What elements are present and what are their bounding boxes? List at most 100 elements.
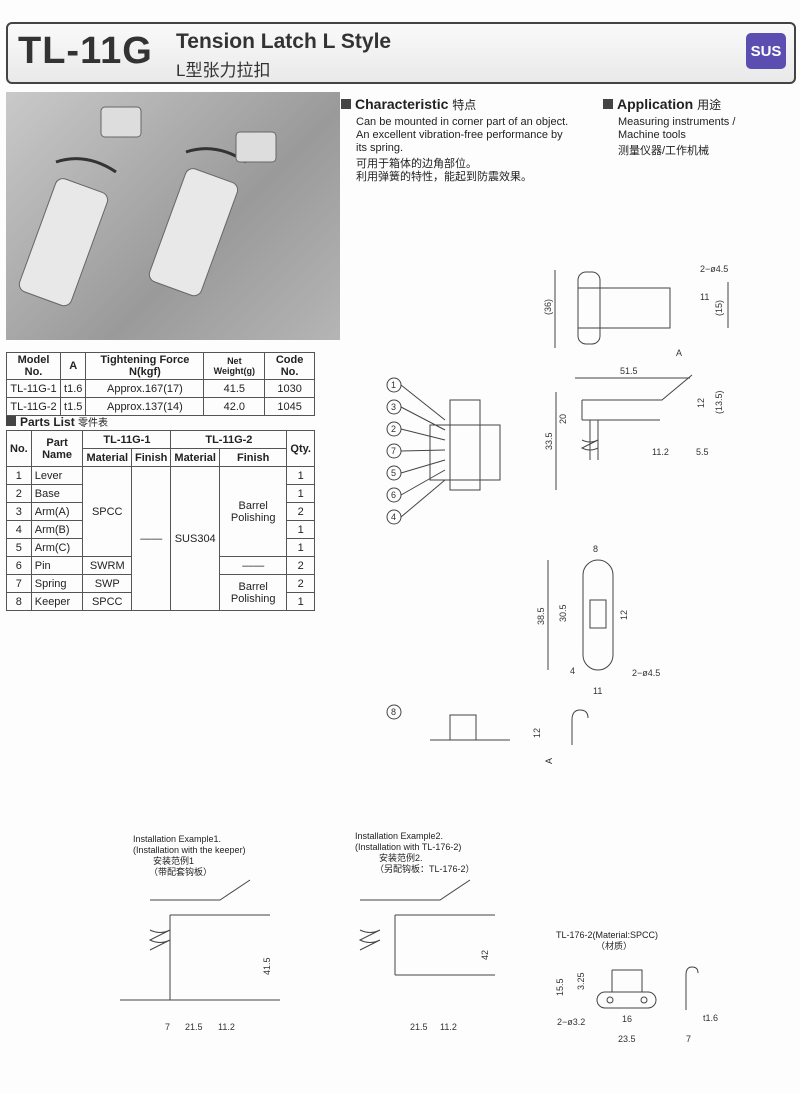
- tl-176-2-caption: TL-176-2(Material:SPCC)（材质）: [556, 930, 658, 952]
- install1-dims-2: 21.5: [185, 1022, 203, 1032]
- latch-photo-illustration: [18, 106, 277, 307]
- top-view-drawing: (36) 2−ø4.5 11 (15): [543, 264, 729, 348]
- characteristic-section: Characteristic 特点 Can be mounted in corn…: [341, 96, 591, 184]
- drawing-dims-d385: 38.5: [536, 607, 546, 625]
- application-heading: Application: [617, 96, 694, 112]
- drawing-dims-d36: (36): [543, 299, 553, 315]
- spec_table-rows-1-2: Approx.137(14): [85, 397, 205, 416]
- product-title-cn: L型张力拉扣: [176, 61, 271, 80]
- leader-line: [400, 428, 446, 441]
- leader-line: [400, 384, 446, 421]
- install-example-1-caption: Installation Example1.(Installation with…: [133, 834, 246, 878]
- install2-lines-0: Installation Example2.: [355, 831, 444, 841]
- callout-number: 1: [391, 380, 396, 390]
- drawing-dims-d12b: 12: [619, 610, 629, 620]
- characteristic-lines-1: An excellent vibration-free performance …: [356, 129, 563, 141]
- characteristic-cn_lines-1: 利用弹簧的特性，能起到防震效果。: [356, 171, 532, 183]
- drawing-dims-A: A: [676, 348, 682, 358]
- callout-number: 4: [391, 512, 396, 522]
- install1-lines-0: Installation Example1.: [133, 834, 222, 844]
- drawing-dims-d305: 30.5: [558, 604, 568, 622]
- drawing-dims-d20: 20: [558, 414, 568, 424]
- characteristic-lines-0: Can be mounted in corner part of an obje…: [356, 116, 569, 128]
- drawing-dims-d515: 51.5: [620, 366, 638, 376]
- product-photo: [6, 92, 340, 340]
- application-lines-1: Machine tools: [618, 129, 686, 141]
- drawing-dims-d112: 11.2: [652, 447, 669, 457]
- drawing-dims-d12c: 12: [532, 728, 542, 738]
- install2-lines-1: (Installation with TL-176-2): [355, 842, 462, 852]
- install1-lines-1: (Installation with the keeper): [133, 845, 246, 855]
- spec_table-rows-1-1: t1.5: [60, 397, 87, 416]
- install1-lines-3: （带配套钩板）: [149, 867, 213, 877]
- spec_table-headers-0: Model No.: [5, 352, 62, 380]
- install1-dims-3: 11.2: [218, 1022, 235, 1032]
- tl176-dims-1: 3.25: [576, 972, 586, 990]
- drawing-dims-hole: 2−ø4.5: [700, 264, 728, 274]
- tl176-dims-4: 23.5: [618, 1034, 636, 1044]
- drawing-dims-d11b: 11: [593, 686, 602, 696]
- install1-lines-2: 安装范例1: [153, 856, 195, 866]
- parts_list-rows-7-qty: 1: [286, 592, 315, 611]
- parts_list-heading: Parts List: [20, 415, 75, 429]
- parts_list-m1_swrm: SWRM: [82, 556, 133, 575]
- callout-number: 2: [391, 424, 396, 434]
- drawing-dims-d135: (13.5): [714, 390, 724, 414]
- parts_list-f2_barrel2: Barrel Polishing: [218, 574, 288, 611]
- tl176-dims-2: 2−ø3.2: [557, 1017, 585, 1027]
- callout-circle: [386, 704, 402, 720]
- parts-list-heading: Parts List 零件表: [6, 414, 108, 429]
- application-heading_cn: 用途: [697, 98, 722, 112]
- drawing-dims-A2: A: [544, 758, 554, 764]
- tl176-lines-0: TL-176-2(Material:SPCC): [556, 930, 659, 940]
- parts_list-h_m1: TL-11G-1: [82, 430, 172, 449]
- install2-lines-2: 安装范例2.: [379, 853, 423, 863]
- install-example-2-caption: Installation Example2.(Installation with…: [355, 831, 475, 875]
- spec_table-rows-0-1: t1.6: [60, 379, 87, 398]
- model-number: TL-11G: [18, 30, 153, 72]
- callout-number: 8: [391, 707, 396, 717]
- parts_list-rows-7-name: Keeper: [30, 592, 84, 611]
- sus-badge: SUS: [746, 33, 786, 69]
- drawing-dims-d8: 8: [593, 544, 598, 554]
- parts_list-rows-2-name: Arm(A): [30, 502, 84, 521]
- spec_table-headers-3: Net Weight(g): [203, 352, 266, 380]
- leader-line: [400, 406, 446, 431]
- drawing-dims-d11: 11: [700, 292, 709, 302]
- tl176-dims-3: 16: [622, 1014, 632, 1024]
- drawing-dims-d15: (15): [714, 300, 724, 316]
- drawing-dims-d55: 5.5: [696, 447, 709, 457]
- spec_table-rows-1-3: 42.0: [203, 397, 266, 416]
- spec_table-headers-2: Tightening Force N(kgf): [85, 352, 205, 380]
- install1-dims-1: 7: [165, 1022, 170, 1032]
- parts_list-h_qty: Qty.: [286, 430, 315, 467]
- leader-line: [400, 479, 446, 518]
- drawing-dims-d4: 4: [570, 666, 575, 676]
- characteristic-cn_lines-0: 可用于箱体的边角部位。: [356, 158, 477, 170]
- product-title: Tension Latch L Style: [176, 30, 392, 53]
- callout-number: 6: [391, 490, 396, 500]
- characteristic-heading: Characteristic: [355, 96, 449, 112]
- leader-line: [400, 459, 446, 474]
- drawing-dims-d12: 12: [696, 398, 706, 408]
- parts_list-m2_sus: SUS304: [170, 466, 220, 611]
- spec_table-rows-1-4: 1045: [264, 397, 315, 416]
- spec_table-headers-4: Code No.: [264, 352, 315, 380]
- leader-line: [400, 449, 446, 452]
- characteristic-lines-2: its spring.: [356, 142, 404, 154]
- callout-number: 5: [391, 468, 396, 478]
